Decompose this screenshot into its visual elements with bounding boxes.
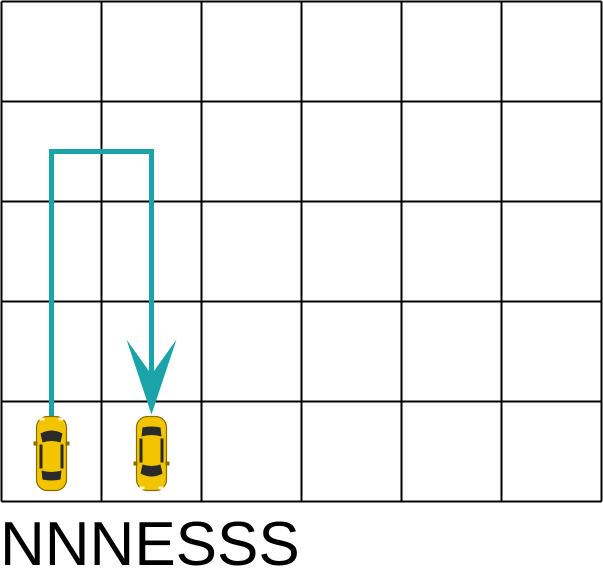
route-arrowhead: [126, 339, 177, 415]
start-car-icon: [33, 415, 70, 492]
route-line: [49, 149, 154, 417]
route-caption: NNNESSS: [0, 510, 300, 579]
grid-lines: [0, 0, 603, 503]
cars: [33, 415, 170, 492]
route-path: [49, 149, 177, 417]
end-car-icon: [133, 415, 170, 492]
